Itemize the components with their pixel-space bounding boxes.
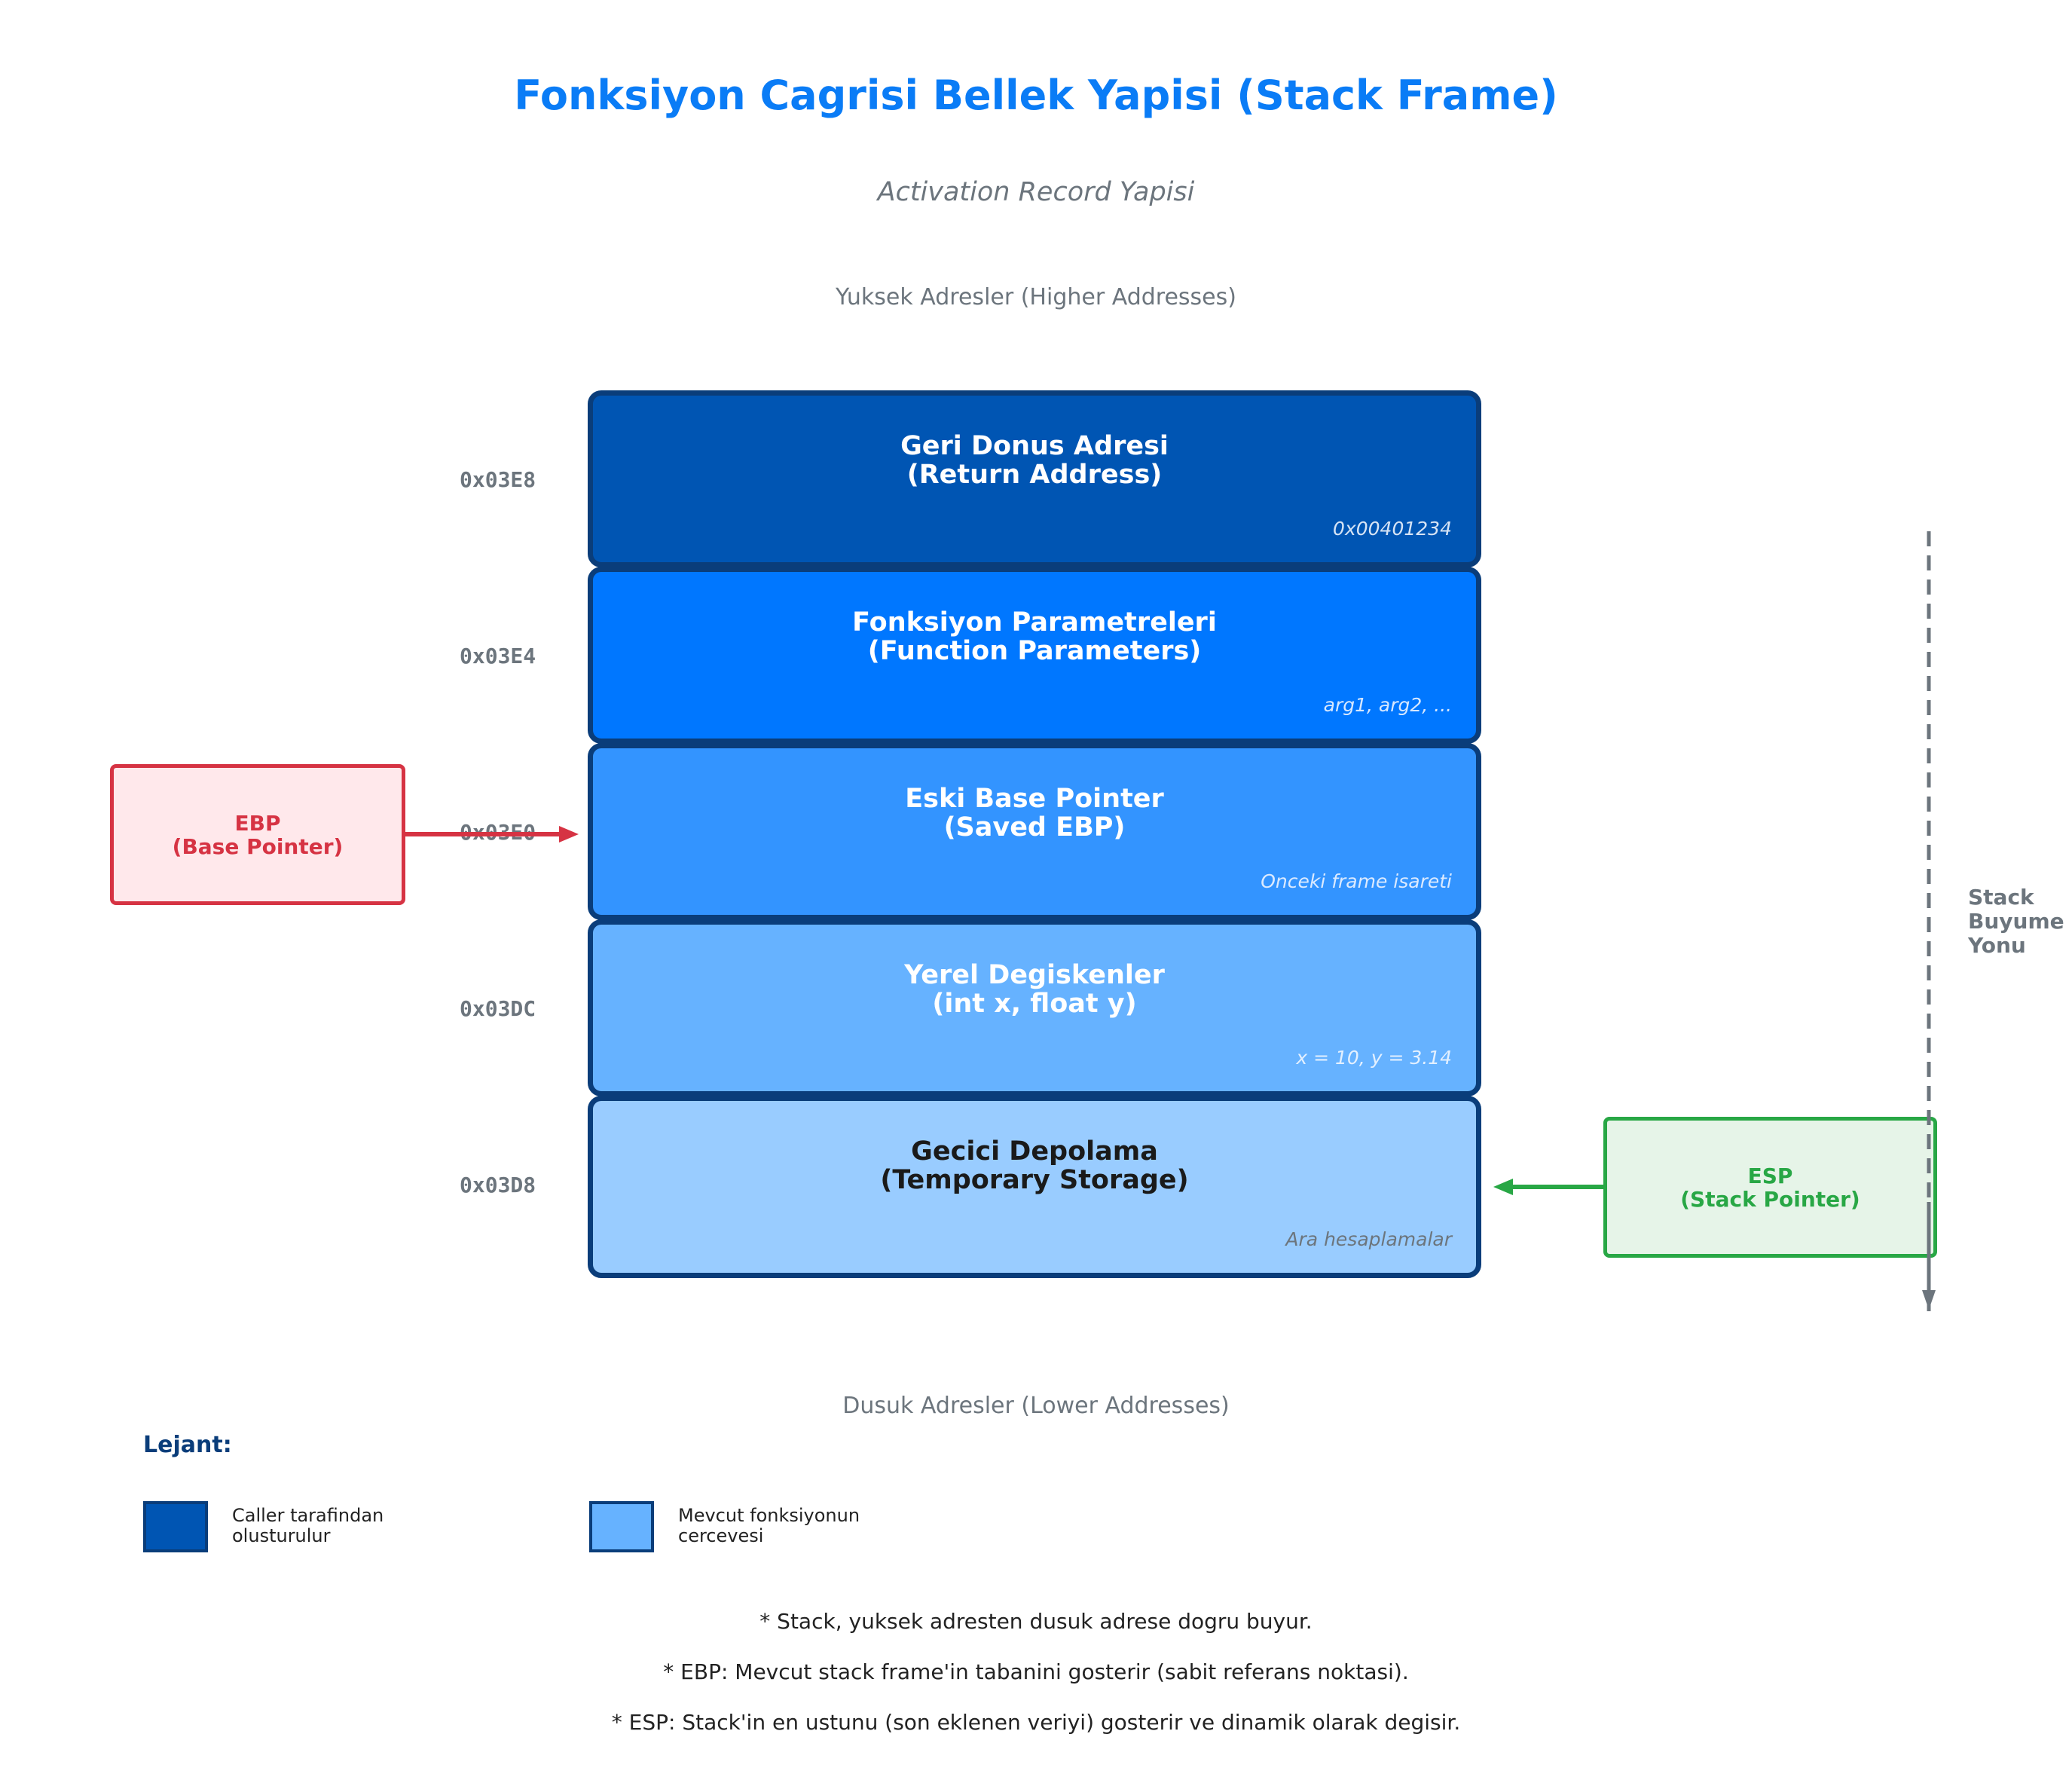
address-label: 0x03E8 [460, 467, 536, 492]
ebp-pointer-box: EBP (Base Pointer) [110, 764, 405, 905]
legend-label-current-frame: Mevcut fonksiyonun cercevesi [678, 1505, 860, 1546]
stack-growth-label: Stack Buyume Yonu [1968, 885, 2064, 958]
stack-block-local-variables: Yerel Degiskenler (int x, float y) x = 1… [588, 919, 1481, 1096]
esp-pointer-box: ESP (Stack Pointer) [1603, 1117, 1937, 1258]
stack-block-saved-ebp: Eski Base Pointer (Saved EBP) Onceki fra… [588, 743, 1481, 920]
esp-arrow [1493, 1179, 1607, 1195]
legend-swatch-caller [143, 1501, 208, 1552]
note-line: * EBP: Mevcut stack frame'in tabanini go… [663, 1659, 1409, 1684]
address-label: 0x03D8 [460, 1173, 536, 1197]
ebp-arrow [403, 826, 579, 843]
stack-growth-arrow [1922, 531, 1936, 1311]
block-title: Gecici Depolama (Temporary Storage) [880, 1136, 1189, 1195]
block-note: 0x00401234 [1333, 518, 1452, 540]
block-title: Eski Base Pointer (Saved EBP) [905, 784, 1164, 843]
high-addresses-label: Yuksek Adresler (Higher Addresses) [836, 284, 1236, 310]
block-note: arg1, arg2, ... [1323, 694, 1452, 716]
block-title: Yerel Degiskenler (int x, float y) [904, 960, 1165, 1019]
block-note: Ara hesaplamalar [1285, 1228, 1452, 1250]
block-title: Geri Donus Adresi (Return Address) [900, 431, 1169, 490]
stack-block-return-address: Geri Donus Adresi (Return Address) 0x004… [588, 390, 1481, 567]
legend-label-caller: Caller tarafindan olusturulur [232, 1505, 384, 1546]
page-subtitle: Activation Record Yapisi [877, 177, 1195, 207]
block-title: Fonksiyon Parametreleri (Function Parame… [852, 607, 1217, 666]
block-note: x = 10, y = 3.14 [1296, 1047, 1452, 1069]
block-note: Onceki frame isareti [1261, 870, 1452, 892]
note-line: * Stack, yuksek adresten dusuk adrese do… [759, 1609, 1313, 1634]
address-label: 0x03E4 [460, 644, 536, 668]
page-title: Fonksiyon Cagrisi Bellek Yapisi (Stack F… [514, 72, 1558, 119]
note-line: * ESP: Stack'in en ustunu (son eklenen v… [611, 1710, 1461, 1735]
address-label: 0x03DC [460, 996, 536, 1021]
stack-block-temporary-storage: Gecici Depolama (Temporary Storage) Ara … [588, 1096, 1481, 1278]
legend-title: Lejant: [143, 1432, 232, 1458]
low-addresses-label: Dusuk Adresler (Lower Addresses) [842, 1393, 1230, 1419]
legend-swatch-current-frame [589, 1501, 654, 1552]
stack-block-function-parameters: Fonksiyon Parametreleri (Function Parame… [588, 567, 1481, 744]
